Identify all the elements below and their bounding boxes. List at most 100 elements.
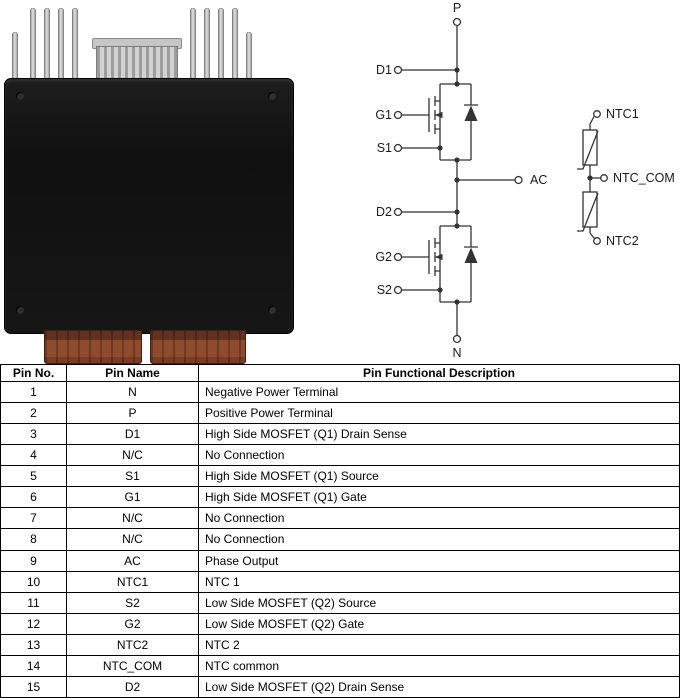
module-pin	[44, 8, 50, 80]
ntc-branch	[577, 116, 601, 239]
label-ntc1: NTC1	[606, 107, 639, 121]
label-s1: S1	[377, 141, 392, 155]
pin-desc-cell: No Connection	[198, 507, 680, 530]
pin-desc-cell: High Side MOSFET (Q1) Drain Sense	[198, 423, 680, 446]
terminal-g1	[393, 110, 403, 120]
pin-name-cell: N/C	[66, 444, 199, 467]
pin-name-cell: P	[66, 402, 199, 425]
pin-name-cell: N/C	[66, 528, 199, 551]
module-corner-screw	[16, 306, 24, 314]
terminal-g2	[393, 252, 403, 262]
pin-no-cell: 9	[0, 549, 67, 572]
module-corner-screw	[268, 92, 276, 100]
label-d2: D2	[376, 205, 392, 219]
terminal-ac	[514, 175, 523, 185]
pin-no-cell: 10	[0, 570, 67, 593]
pin-name-cell: D2	[66, 675, 199, 698]
junction-dot	[454, 177, 460, 183]
q1-body-diode	[464, 84, 478, 160]
label-ntc-com: NTC_COM	[613, 171, 675, 185]
pin-name-cell: G1	[66, 486, 199, 509]
junction-dot	[454, 67, 460, 73]
terminal-n	[452, 334, 462, 344]
module-corner-screw	[16, 92, 24, 100]
label-n: N	[452, 346, 461, 360]
terminal-ntc-com	[600, 174, 608, 182]
module-pin	[12, 32, 18, 80]
terminal-d1	[393, 65, 403, 75]
table-header-row: Pin No. Pin Name Pin Functional Descript…	[0, 364, 680, 382]
pin-name-cell: N/C	[66, 507, 199, 530]
label-p: P	[453, 1, 461, 15]
terminal-ntc1	[593, 110, 601, 118]
module-pin	[72, 8, 78, 80]
pin-no-cell: 1	[0, 380, 67, 404]
pin-no-cell: 11	[0, 591, 67, 614]
module-pin	[190, 8, 196, 80]
pin-no-cell: 12	[0, 612, 67, 635]
module-corner-screw	[268, 306, 276, 314]
module-pin	[58, 8, 64, 80]
junction-dot	[454, 299, 460, 305]
pin-name-cell: G2	[66, 612, 199, 635]
pin-desc-cell: No Connection	[198, 444, 680, 467]
mosfet-q2	[401, 211, 478, 302]
pin-desc-cell: High Side MOSFET (Q1) Gate	[198, 486, 680, 509]
terminal-p	[452, 17, 462, 27]
label-g2: G2	[375, 250, 392, 264]
pin-name-cell: S1	[66, 465, 199, 488]
junction-dot	[587, 175, 593, 181]
module-pin	[232, 8, 238, 80]
pin-no-cell: 5	[0, 465, 67, 488]
circuit-schematic: P N D1 G1 S1 D2 G2 S2 AC NTC1 NTC_COM NT…	[375, 1, 675, 360]
module-bottom-terminal	[150, 330, 246, 364]
pin-desc-cell: Phase Output	[198, 549, 680, 572]
module-photo	[0, 0, 310, 364]
pin-no-cell: 15	[0, 675, 67, 698]
pin-table: Pin No. Pin Name Pin Functional Descript…	[0, 364, 680, 698]
pin-desc-cell: NTC 2	[198, 633, 680, 656]
pin-desc-cell: Negative Power Terminal	[198, 380, 680, 404]
pin-desc-cell: Low Side MOSFET (Q2) Source	[198, 591, 680, 614]
pin-name-cell: AC	[66, 549, 199, 572]
header-pin-name: Pin Name	[66, 364, 199, 382]
pin-name-cell: NTC1	[66, 570, 199, 593]
junction-dot	[454, 223, 460, 229]
q2-body-diode	[464, 226, 478, 302]
q1-body-arrow	[435, 111, 443, 119]
pin-desc-cell: No Connection	[198, 528, 680, 551]
pin-desc-cell: Low Side MOSFET (Q2) Gate	[198, 612, 680, 635]
pin-no-cell: 7	[0, 507, 67, 530]
mosfet-q1	[401, 69, 478, 160]
module-pin	[218, 8, 224, 80]
junction-dot	[454, 81, 460, 87]
pin-name-cell: NTC_COM	[66, 654, 199, 677]
label-ac: AC	[530, 173, 547, 187]
ntc1-thermistor	[582, 129, 598, 166]
pin-name-cell: N	[66, 380, 199, 404]
junction-dot	[437, 287, 443, 293]
junction-dot	[454, 157, 460, 163]
junction-dot	[454, 209, 460, 215]
header-pin-desc: Pin Functional Description	[198, 364, 680, 382]
label-s2: S2	[377, 283, 392, 297]
module-body	[4, 78, 294, 334]
pin-no-cell: 6	[0, 486, 67, 509]
module-bottom-terminal	[44, 330, 142, 364]
module-top-connector	[96, 46, 178, 82]
label-ntc2: NTC2	[606, 234, 639, 248]
junction-dot	[437, 145, 443, 151]
pin-no-cell: 8	[0, 528, 67, 551]
